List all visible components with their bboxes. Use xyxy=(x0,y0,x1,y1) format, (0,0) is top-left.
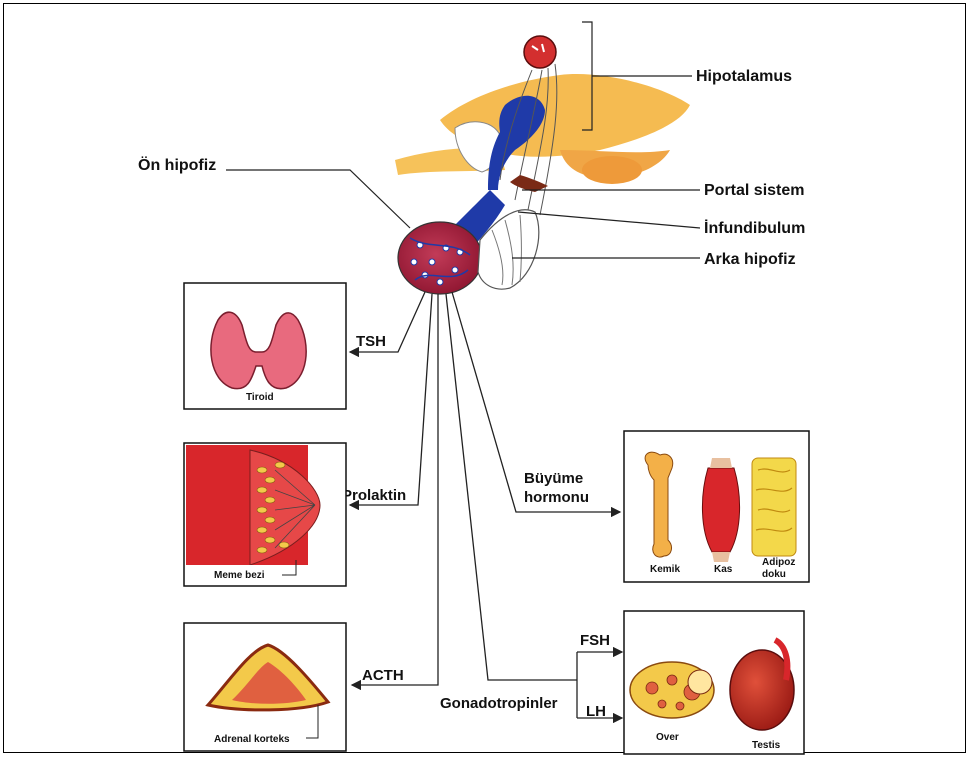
lh-label: LH xyxy=(586,703,606,720)
infundibulum-label: İnfundibulum xyxy=(704,219,805,237)
adipose-label-line2: doku xyxy=(762,569,786,580)
mammary-panel: Meme bezi xyxy=(184,443,346,586)
thyroid-label: Tiroid xyxy=(246,392,274,403)
tsh-label: TSH xyxy=(356,333,386,350)
gonadotropins-label: Gonadotropinler xyxy=(440,695,558,712)
acth-label: ACTH xyxy=(362,667,404,684)
fsh-label: FSH xyxy=(580,632,610,649)
anterior-pituitary-label: Ön hipofiz xyxy=(138,155,216,174)
testis-label: Testis xyxy=(752,740,781,751)
prolactin-label: Prolaktin xyxy=(342,487,406,504)
pituitary-illustration xyxy=(398,190,539,294)
gonads-panel: Over Testis xyxy=(624,611,804,754)
adrenal-cortex-label: Adrenal korteks xyxy=(214,734,290,745)
adipose-label-line1: Adipoz xyxy=(762,557,795,568)
hypothalamus-illustration xyxy=(395,36,690,215)
muscle-image xyxy=(702,468,739,552)
posterior-pituitary-label: Arka hipofiz xyxy=(704,251,796,268)
adrenal-panel: Adrenal korteks xyxy=(184,623,346,751)
growth-targets-panel: Kemik Kas Adipoz doku xyxy=(624,431,809,582)
bone-label: Kemik xyxy=(650,564,680,575)
muscle-label: Kas xyxy=(714,564,733,575)
growth-hormone-label-line1: Büyüme xyxy=(524,470,583,487)
portal-system-label: Portal sistem xyxy=(704,182,804,199)
adipose-image xyxy=(752,458,796,556)
ovary-label: Over xyxy=(656,732,679,743)
growth-hormone-label-line2: hormonu xyxy=(524,489,589,506)
thyroid-panel: Tiroid xyxy=(184,283,346,409)
mammary-gland-label: Meme bezi xyxy=(214,570,265,581)
hypothalamus-label: Hipotalamus xyxy=(696,68,792,85)
